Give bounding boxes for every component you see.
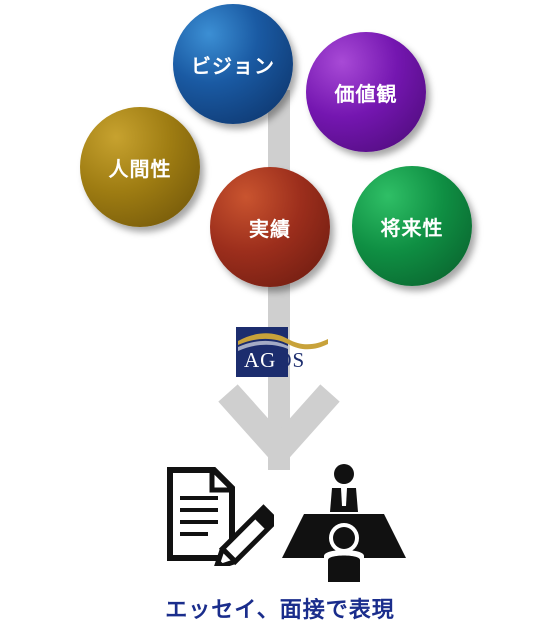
document-pen-icon [167, 467, 274, 566]
interview-icon [282, 464, 406, 582]
circle-results-label: 実績 [249, 216, 291, 241]
agos-logo-swoosh-highlight [238, 340, 288, 351]
circle-humanity-label: 人間性 [108, 156, 172, 181]
circle-humanity: 人間性 [80, 107, 200, 227]
circle-vision: ビジョン [173, 4, 293, 124]
caption: エッセイ、面接で表現 [165, 598, 395, 623]
circle-values-label: 価値観 [334, 81, 398, 106]
circle-future: 将来性 [352, 166, 472, 286]
agos-wordmark-navy: OS [276, 348, 306, 372]
circle-vision-label: ビジョン [191, 53, 275, 78]
agos-logo [236, 327, 328, 377]
agos-wordmark-white: AG [244, 348, 277, 372]
flow-arrowhead [218, 384, 340, 470]
circle-values: 価値観 [306, 32, 426, 152]
agos-logo-swoosh [238, 333, 328, 350]
circle-future-label: 将来性 [380, 215, 444, 240]
agos-wordmark: AGOS [244, 350, 305, 371]
circle-results: 実績 [210, 167, 330, 287]
